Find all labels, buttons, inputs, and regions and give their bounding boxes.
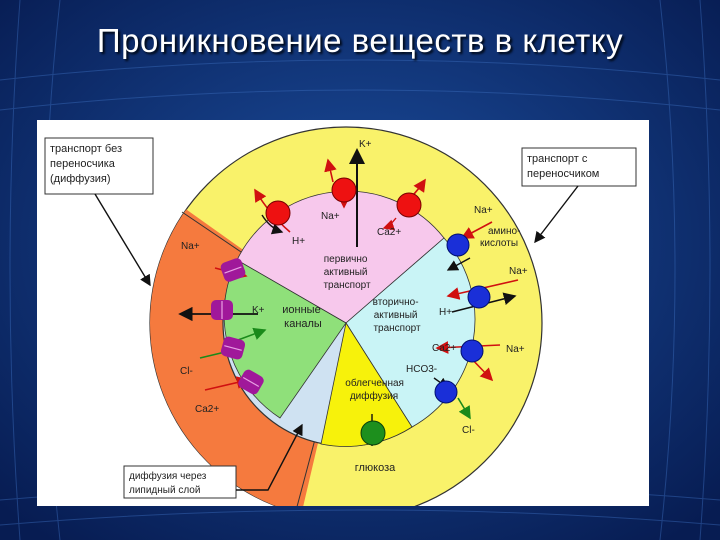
hco3-label: HCO3- xyxy=(406,364,437,375)
k-ion-top-label: K+ xyxy=(359,139,372,150)
h-primary-label: H+ xyxy=(292,236,305,247)
diagram-panel: первично активный транспорт вторично- ак… xyxy=(37,120,649,506)
ca-primary-label: Ca2+ xyxy=(377,227,401,238)
callout-lipid: диффузия через липидный слой xyxy=(123,423,303,499)
cl-sym-label: Cl- xyxy=(462,425,475,436)
channel-na xyxy=(220,258,246,282)
glucose-label: глюкоза xyxy=(355,462,396,474)
pump-ca xyxy=(396,192,422,218)
facilitated-diffusion-label: облегченная диффузия xyxy=(345,377,406,402)
slide-title: Проникновение веществ в клетку xyxy=(96,22,624,59)
svg-text:транспорт без переносчик: транспорт без переносчика (диффузия) xyxy=(50,143,125,185)
carrier-na-ca xyxy=(460,339,484,363)
pump-h-k xyxy=(265,200,291,226)
ca-sym-label: Ca2+ xyxy=(432,343,456,354)
ca-channel-label: Ca2+ xyxy=(195,404,219,415)
glucose-carrier xyxy=(360,420,386,446)
ion-channels-label: ионные каналы xyxy=(282,304,324,330)
channel-k xyxy=(211,300,233,320)
callout-with-carrier: транспорт с переносчиком xyxy=(521,147,637,244)
cell-transport-diagram: первично активный транспорт вторично- ак… xyxy=(44,126,637,506)
channel-ca xyxy=(238,369,264,395)
na-primary-label: Na+ xyxy=(321,211,340,222)
pump-na-k xyxy=(331,177,357,203)
k-channel-label: K+ xyxy=(252,305,265,316)
carrier-aminoacid xyxy=(446,233,470,257)
channel-cl xyxy=(220,336,246,360)
na-channel-label: Na+ xyxy=(181,241,200,252)
cl-channel-label: Cl- xyxy=(180,366,193,377)
amino-acids-label: амино- кислоты xyxy=(480,226,523,249)
na-sym2-label: Na+ xyxy=(509,266,528,277)
carrier-na-h xyxy=(467,285,491,309)
primary-transport-label: первично активный транспорт xyxy=(323,254,371,291)
secondary-transport-label: вторично- активный транспорт xyxy=(373,297,422,334)
callout-no-carrier: транспорт без переносчика (диффузия) xyxy=(44,137,154,287)
svg-text:транспорт с переносчиком: транспорт с переносчиком xyxy=(527,153,599,180)
na-sym3-label: Na+ xyxy=(506,344,525,355)
h-sym-label: H+ xyxy=(439,307,452,318)
na-sym1-label: Na+ xyxy=(474,205,493,216)
svg-text:диффузия через липидный: диффузия через липидный слой xyxy=(129,470,209,496)
carrier-hco3-cl xyxy=(434,380,458,404)
